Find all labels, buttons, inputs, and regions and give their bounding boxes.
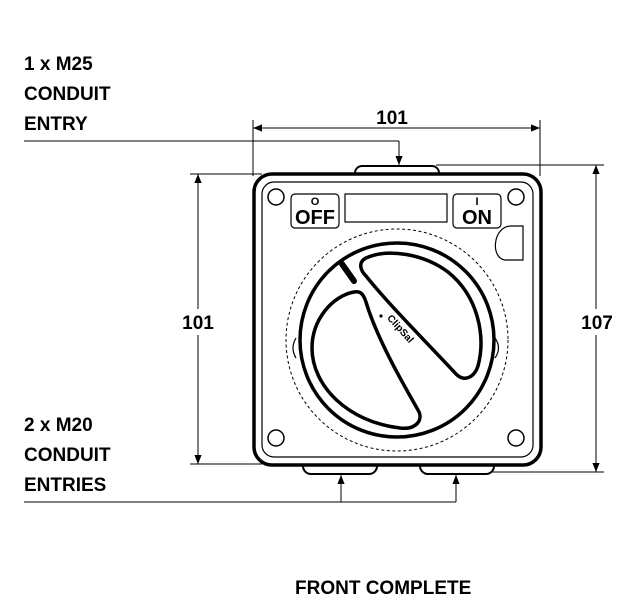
top-conduit-label-line-3: ENTRY <box>24 114 88 135</box>
top-conduit-leader <box>24 140 403 165</box>
rotary-handle: ClipSal <box>310 251 483 430</box>
screw-hole-top-left <box>267 188 285 206</box>
rotary-pointer <box>339 261 357 284</box>
top-conduit-label-line-1: 1 x M25 <box>24 54 93 75</box>
screw-hole-bottom-right <box>507 429 525 447</box>
width-dimension-value: 101 <box>376 108 408 129</box>
bottom-conduit-label-line-2: CONDUIT <box>24 445 111 466</box>
rotary-handle-upper-lobe <box>359 251 483 380</box>
outer-height-dimension: 107 <box>436 164 618 473</box>
lock-tab <box>494 225 524 261</box>
outer-height-dimension-value: 107 <box>581 313 613 334</box>
brand-dot <box>379 314 383 318</box>
top-conduit-label-line-2: CONDUIT <box>24 84 111 105</box>
inner-height-dimension: 101 <box>178 173 262 465</box>
bottom-conduit-leader <box>24 475 460 503</box>
side-tab-left <box>292 337 297 359</box>
rotation-guide-circle <box>285 228 509 452</box>
on-symbol: I <box>475 196 478 208</box>
bottom-conduit-label-line-3: ENTRIES <box>24 475 107 496</box>
on-indicator: I ON <box>452 193 502 229</box>
off-symbol: O <box>311 196 320 208</box>
top-conduit-label: 1 x M25 CONDUIT ENTRY <box>24 50 111 140</box>
label-window <box>344 193 448 223</box>
rotary-handle-lower-lobe <box>310 290 422 430</box>
on-label: ON <box>462 207 492 229</box>
bottom-conduit-label: 2 x M20 CONDUIT ENTRIES <box>24 411 111 501</box>
side-tab-right <box>494 337 500 359</box>
screw-hole-bottom-left <box>267 429 285 447</box>
off-indicator: O OFF <box>290 193 340 229</box>
inner-height-dimension-value: 101 <box>182 313 214 334</box>
enclosure-inner <box>261 181 534 458</box>
width-dimension: 101 <box>252 108 541 176</box>
off-label: OFF <box>295 207 335 229</box>
screw-hole-top-right <box>507 188 525 206</box>
bottom-conduit-label-line-1: 2 x M20 <box>24 415 93 436</box>
caption: FRONT COMPLETE <box>295 578 472 599</box>
